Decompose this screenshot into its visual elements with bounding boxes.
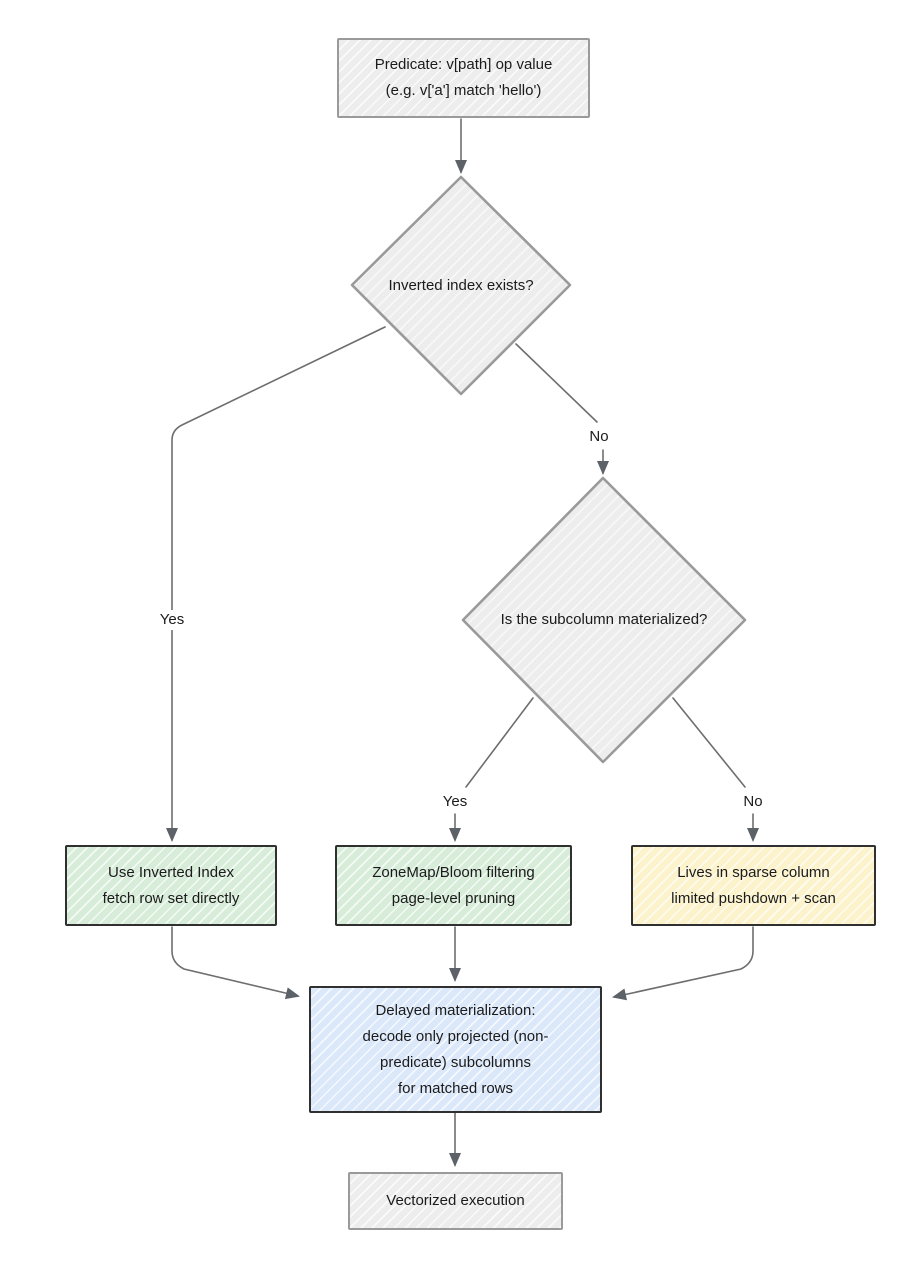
line-inverted-index-no bbox=[515, 343, 598, 423]
node-zonemap-bloom: ZoneMap/Bloom filtering page-level pruni… bbox=[335, 845, 572, 926]
edge-label-materialized-no: No bbox=[738, 792, 768, 812]
line-materialized-no bbox=[672, 697, 746, 788]
node-use-inverted-index: Use Inverted Index fetch row set directl… bbox=[65, 845, 277, 926]
arrow-use-index-to-delayed bbox=[171, 926, 300, 1000]
node-predicate: Predicate: v[path] op value (e.g. v['a']… bbox=[337, 38, 590, 118]
node-sparse-column: Lives in sparse column limited pushdown … bbox=[631, 845, 876, 926]
node-vectorized-execution-label: Vectorized execution bbox=[386, 1192, 525, 1209]
line-materialized-yes bbox=[465, 697, 534, 788]
node-zonemap-bloom-label: ZoneMap/Bloom filtering page-level pruni… bbox=[372, 863, 535, 907]
node-predicate-label: Predicate: v[path] op value (e.g. v['a']… bbox=[374, 56, 553, 99]
node-use-inverted-index-label: Use Inverted Index fetch row set directl… bbox=[102, 863, 240, 907]
arrow-inverted-index-yes-to-use-index bbox=[166, 326, 386, 842]
arrow-sparse-to-delayed bbox=[612, 926, 754, 1001]
decision-inverted-index-shape bbox=[350, 175, 572, 396]
edge-label-inverted-index-no: No bbox=[584, 427, 614, 447]
edge-label-materialized-yes: Yes bbox=[437, 792, 473, 812]
edge-label-inverted-index-yes: Yes bbox=[154, 610, 190, 630]
decision-inverted-index-label: Inverted index exists? bbox=[388, 277, 534, 294]
decision-subcolumn-materialized-label: Is the subcolumn materialized? bbox=[500, 611, 708, 628]
node-sparse-column-label: Lives in sparse column limited pushdown … bbox=[671, 863, 836, 907]
node-vectorized-execution: Vectorized execution bbox=[348, 1172, 563, 1230]
decision-subcolumn-materialized-shape bbox=[461, 476, 747, 764]
node-delayed-materialization: Delayed materialization: decode only pro… bbox=[309, 986, 602, 1113]
node-delayed-materialization-label: Delayed materialization: decode only pro… bbox=[362, 1001, 549, 1097]
